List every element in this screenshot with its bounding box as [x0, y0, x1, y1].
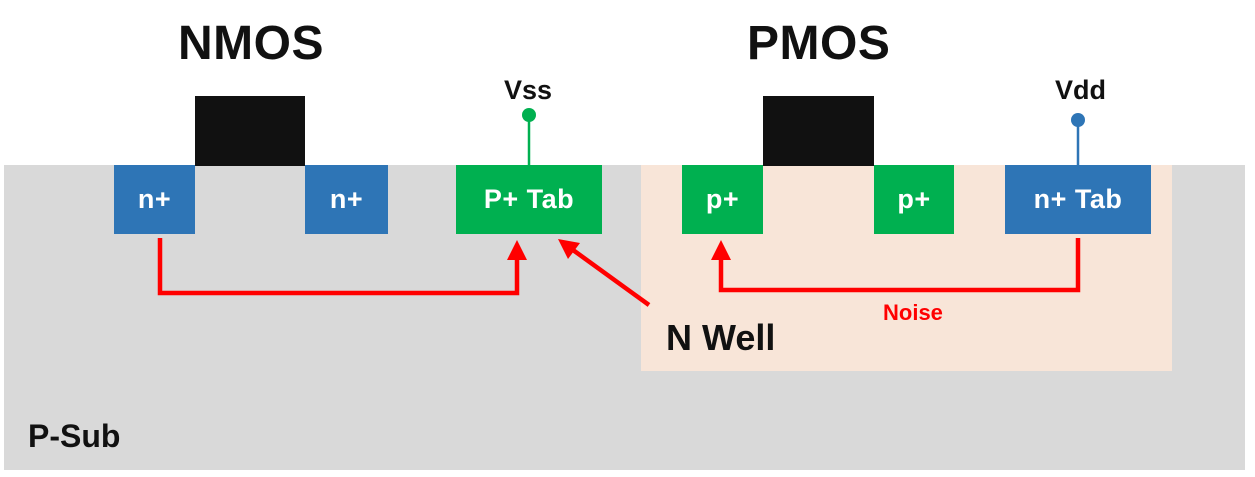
- pmos-noise-arrowhead: [711, 240, 731, 260]
- pmos-source-diffusion: p+: [682, 165, 763, 234]
- n-plus-tab: n+ Tab: [1005, 165, 1151, 234]
- nmos-noise-path: [157, 238, 520, 296]
- vss-terminal-dot: [522, 108, 536, 122]
- n-well-pointer-arrowhead: [558, 239, 580, 259]
- nmos-source-diffusion: n+: [114, 165, 195, 234]
- vss-terminal-label: Vss: [504, 75, 553, 105]
- noise-label: Noise: [883, 300, 943, 325]
- p-sub-label: P-Sub: [28, 418, 121, 454]
- nmos-title: NMOS: [178, 17, 324, 70]
- vdd-terminal-dot: [1071, 113, 1085, 127]
- pmos-gate: [763, 96, 874, 166]
- p-plus-tab: P+ Tab: [456, 165, 602, 234]
- nmos-noise-arrowhead: [507, 240, 527, 260]
- n-well-label: N Well: [666, 317, 776, 358]
- nmos-drain-diffusion: n+: [305, 165, 388, 234]
- pmos-noise-path: [718, 238, 1081, 293]
- n-well-pointer-arrow: [571, 248, 651, 307]
- pmos-drain-diffusion: p+: [874, 165, 954, 234]
- vdd-terminal-label: Vdd: [1055, 75, 1106, 105]
- pmos-title: PMOS: [747, 17, 891, 70]
- nmos-gate: [195, 96, 305, 166]
